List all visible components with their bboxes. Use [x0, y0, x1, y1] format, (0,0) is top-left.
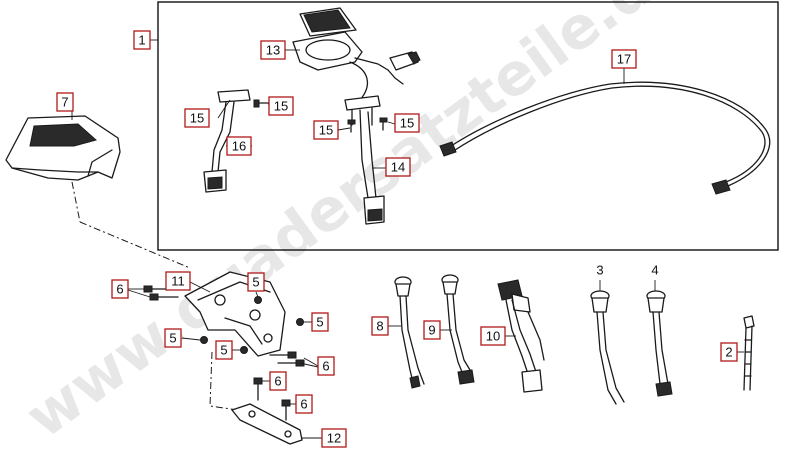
callout-6-c: 6: [269, 371, 287, 391]
callout-15-c: 15: [313, 120, 339, 140]
callout-6-a: 6: [111, 279, 129, 299]
assembly-frame: [157, 1, 779, 251]
callout-12: 12: [321, 428, 347, 448]
bolt-6-lower-b: [281, 399, 291, 421]
dashline-bracket: [209, 351, 239, 411]
callout-13: 13: [260, 40, 286, 60]
screw-15-left: [347, 119, 356, 133]
part-16-harness: [203, 89, 251, 193]
svg-text:9: 9: [428, 323, 435, 338]
svg-text:15: 15: [400, 116, 414, 131]
callout-6-d: 6: [295, 394, 313, 414]
callout-15-d: 15: [394, 113, 420, 133]
callout-11: 11: [165, 271, 191, 291]
callout-15-b: 15: [268, 96, 294, 116]
callout-10: 10: [480, 326, 506, 346]
svg-text:5: 5: [252, 275, 259, 290]
svg-text:8: 8: [376, 319, 383, 334]
part-3-lamp: [590, 290, 625, 405]
part-13-speedometer: [292, 7, 389, 71]
part-7-cover: [5, 115, 121, 181]
callout-8: 8: [371, 316, 389, 336]
svg-text:6: 6: [300, 397, 307, 412]
callout-5-b: 5: [311, 312, 329, 332]
callout-2: 2: [720, 342, 738, 362]
part-17-cable: [439, 81, 771, 195]
screw-15-upper: [253, 99, 269, 108]
bolt-6-lower-a: [253, 377, 263, 401]
nut-5-c: [200, 336, 208, 344]
dashline-cover-bracket: [79, 221, 191, 269]
dashline-cover: [71, 181, 81, 223]
svg-text:3: 3: [596, 263, 603, 278]
svg-text:2: 2: [725, 345, 732, 360]
part-10-switch: [497, 279, 545, 393]
callout-1: 1: [133, 30, 151, 50]
svg-text:13: 13: [266, 43, 280, 58]
svg-text:16: 16: [232, 139, 246, 154]
svg-text:www.quadersatzteile.de: www.quadersatzteile.de: [13, 0, 696, 451]
svg-text:6: 6: [322, 359, 329, 374]
callout-5-a: 5: [247, 272, 265, 292]
part-13-connector: [387, 51, 421, 85]
leaders: [71, 49, 744, 439]
callout-6-b: 6: [317, 356, 335, 376]
wire-14-top: [349, 61, 369, 101]
nut-5-b: [296, 318, 304, 326]
label-4: 4: [651, 263, 658, 278]
part-8-lamp: [394, 276, 425, 389]
part-2-cable-tie: [743, 315, 755, 391]
part-12-bracket: [231, 403, 303, 445]
label-3: 3: [596, 263, 603, 278]
svg-text:5: 5: [220, 343, 227, 358]
svg-text:14: 14: [391, 160, 405, 175]
callout-16: 16: [226, 136, 252, 156]
part-9-lamp: [441, 274, 475, 385]
svg-text:1: 1: [138, 33, 145, 48]
svg-text:11: 11: [171, 274, 185, 289]
svg-text:6: 6: [116, 282, 123, 297]
svg-text:10: 10: [486, 329, 500, 344]
bolt-6-right-a: [269, 351, 297, 359]
svg-text:15: 15: [274, 99, 288, 114]
part-4-lamp: [646, 290, 673, 397]
nut-5-a: [254, 296, 262, 304]
svg-text:17: 17: [617, 52, 631, 67]
nut-5-d: [240, 346, 248, 354]
callout-5-d: 5: [215, 340, 233, 360]
svg-text:7: 7: [61, 95, 68, 110]
svg-text:4: 4: [651, 263, 658, 278]
svg-text:12: 12: [327, 431, 341, 446]
svg-text:15: 15: [190, 111, 204, 126]
callout-17: 17: [611, 49, 637, 69]
callout-5-c: 5: [164, 328, 182, 348]
callout-14: 14: [385, 157, 411, 177]
svg-text:6: 6: [274, 374, 281, 389]
svg-text:5: 5: [169, 331, 176, 346]
callout-15-a: 15: [184, 108, 210, 128]
callout-9: 9: [423, 320, 441, 340]
callout-7: 7: [56, 92, 74, 112]
svg-text:5: 5: [316, 315, 323, 330]
watermark: www.quadersatzteile.de: [13, 0, 696, 451]
part-14-harness: [344, 95, 385, 225]
screw-15-right: [379, 117, 388, 131]
svg-text:15: 15: [319, 123, 333, 138]
